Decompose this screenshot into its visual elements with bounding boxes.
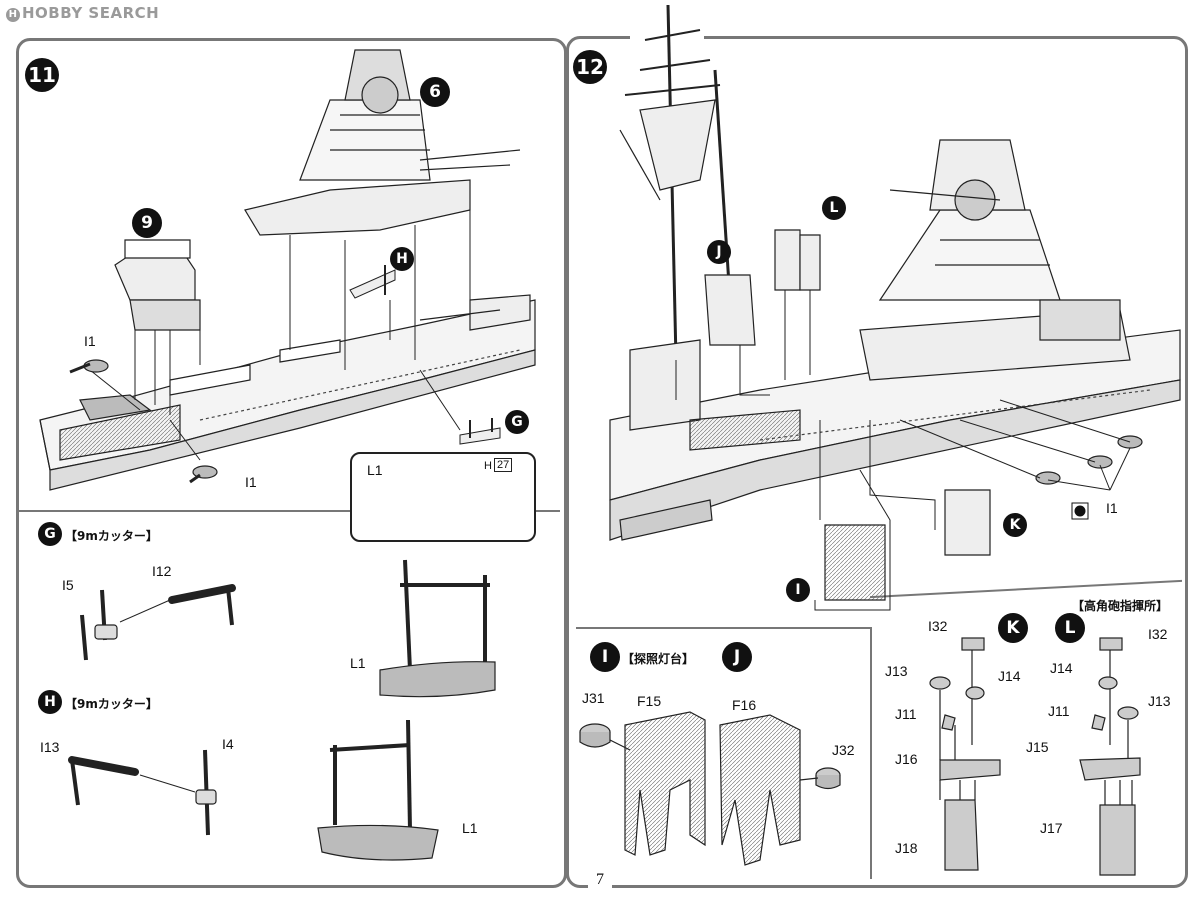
step11-bridge-drawing	[244, 49, 521, 236]
subH-title: 【9mカッター】	[65, 697, 158, 711]
step11-aft-superstructure-drawing	[114, 239, 201, 331]
step12-marker-i: I	[786, 578, 810, 602]
subG-part-i5: I5	[62, 577, 74, 593]
step12-marker-l: L	[822, 196, 846, 220]
step12-frame	[566, 36, 1188, 888]
step11-guide-lines	[89, 210, 471, 461]
subIJ-drawing	[579, 711, 841, 866]
subK-part-j16: J16	[895, 751, 918, 767]
subIJ-part-f15: F15	[637, 693, 662, 709]
subL-part-j17: J17	[1040, 820, 1063, 836]
inset-part-label: L1	[367, 462, 383, 478]
attention-symbol	[1071, 502, 1089, 520]
step11-label-i1-bottom: I1	[245, 474, 257, 490]
subL-part-i32: I32	[1148, 626, 1168, 642]
step12-divider	[576, 627, 870, 629]
subK-part-j13: J13	[885, 663, 908, 679]
step11-number: 11	[25, 58, 59, 92]
step11-frame	[16, 38, 567, 888]
watermark-text: HOBBY SEARCH	[22, 4, 160, 22]
subK-part-j11: J11	[895, 706, 917, 722]
inset-ref-number: 27	[494, 458, 513, 472]
subL-part-j15: J15	[1026, 739, 1049, 755]
step12-label-i1: I1	[1106, 500, 1118, 516]
step11-marker-h: H	[390, 247, 414, 271]
subK-part-j14: J14	[998, 668, 1021, 684]
subH-part-i4: I4	[222, 736, 234, 752]
page-number: 7	[588, 871, 612, 889]
step11-boat-inset: L1 H 27	[350, 452, 536, 542]
subIJ-title: 【探照灯台】	[622, 652, 695, 666]
step12-marker-k: K	[1003, 513, 1027, 537]
subH-marker: H	[38, 690, 62, 714]
subIJ-part-f16: F16	[732, 697, 757, 713]
subK-marker: K	[998, 613, 1028, 643]
step11-divider	[18, 510, 358, 512]
subG-marker: G	[38, 522, 62, 546]
step11-gun-parts	[69, 359, 218, 484]
subI-marker: I	[590, 642, 620, 672]
subG-title: 【9mカッター】	[65, 529, 158, 543]
subKL-title: 【高角砲指揮所】	[1072, 599, 1169, 613]
step12-divider-vertical	[870, 627, 872, 879]
subK-part-j18: J18	[895, 840, 918, 856]
step12-bridge-drawing	[859, 139, 1131, 381]
watermark-logo-icon: H	[6, 8, 20, 22]
subIJ-part-j32: J32	[832, 742, 855, 758]
subJ-marker: J	[722, 642, 752, 672]
subG-drawing	[80, 559, 496, 698]
step12-number: 12	[573, 50, 607, 84]
subG-part-i12: I12	[152, 563, 172, 579]
step11-hull-drawing	[39, 294, 536, 491]
step12-guide-lines	[675, 290, 1131, 611]
inset-ref-label: H	[484, 460, 492, 472]
subG-part-l1: L1	[350, 655, 366, 671]
step11-divider-right	[534, 510, 560, 512]
subK-part-i32: I32	[928, 618, 948, 634]
step12-marker-j: J	[707, 240, 731, 264]
step12-parts-drawing	[704, 229, 1143, 601]
subL-marker: L	[1055, 613, 1085, 643]
subH-part-i13: I13	[40, 739, 60, 755]
step12-hull-drawing	[609, 329, 1181, 541]
step12-mast-drawing	[619, 4, 732, 361]
step11-label-i1-top: I1	[84, 333, 96, 349]
step11-marker-g: G	[505, 410, 529, 434]
subH-part-l1: L1	[462, 820, 478, 836]
step11-marker-6: 6	[420, 77, 450, 107]
step11-marker-9: 9	[132, 208, 162, 238]
subL-part-j14: J14	[1050, 660, 1073, 676]
step11-davit-h	[349, 265, 396, 299]
subL-part-j13: J13	[1148, 693, 1171, 709]
subKL-drawing	[929, 637, 1141, 876]
subIJ-part-j31: J31	[582, 690, 605, 706]
subH-drawing	[68, 719, 439, 861]
step11-davit-g	[459, 418, 501, 445]
subL-part-j11: J11	[1048, 703, 1070, 719]
